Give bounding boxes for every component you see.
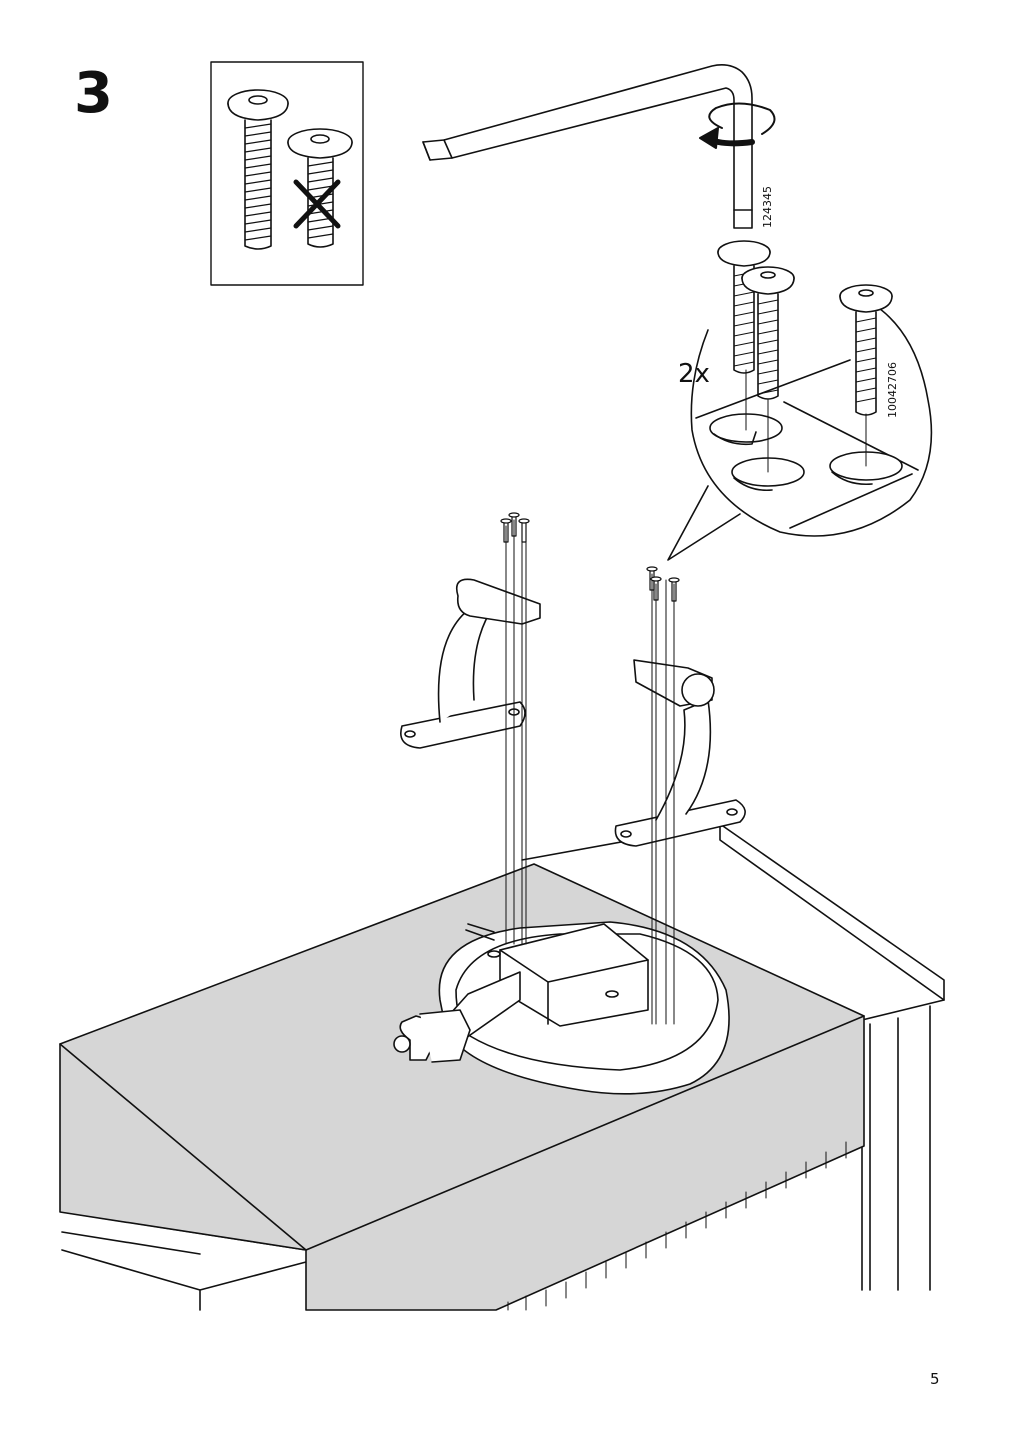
table-runner xyxy=(59,863,865,1311)
screw-icon xyxy=(500,512,680,602)
screw-code: 10042706 xyxy=(886,362,899,418)
rotation-arrow-icon xyxy=(699,102,776,149)
screw-comparison-box xyxy=(210,61,364,286)
screw-guides xyxy=(505,519,675,1025)
lamp-base xyxy=(393,921,730,1095)
page-number: 5 xyxy=(930,1370,940,1388)
screw-icon xyxy=(839,284,893,416)
screw-icon xyxy=(227,89,289,250)
detail-magnifier xyxy=(667,301,933,561)
allen-key-icon xyxy=(422,64,753,229)
short-screw-icon xyxy=(287,128,353,248)
right-bracket xyxy=(614,659,746,847)
left-bracket xyxy=(400,578,541,749)
quantity-label: 2x xyxy=(678,359,710,389)
screw-icon xyxy=(717,240,771,374)
step-number: 3 xyxy=(74,61,113,126)
incorrect-cross-icon xyxy=(293,179,341,229)
allen-key-code: 124345 xyxy=(761,186,774,228)
screw-icon xyxy=(741,266,795,400)
